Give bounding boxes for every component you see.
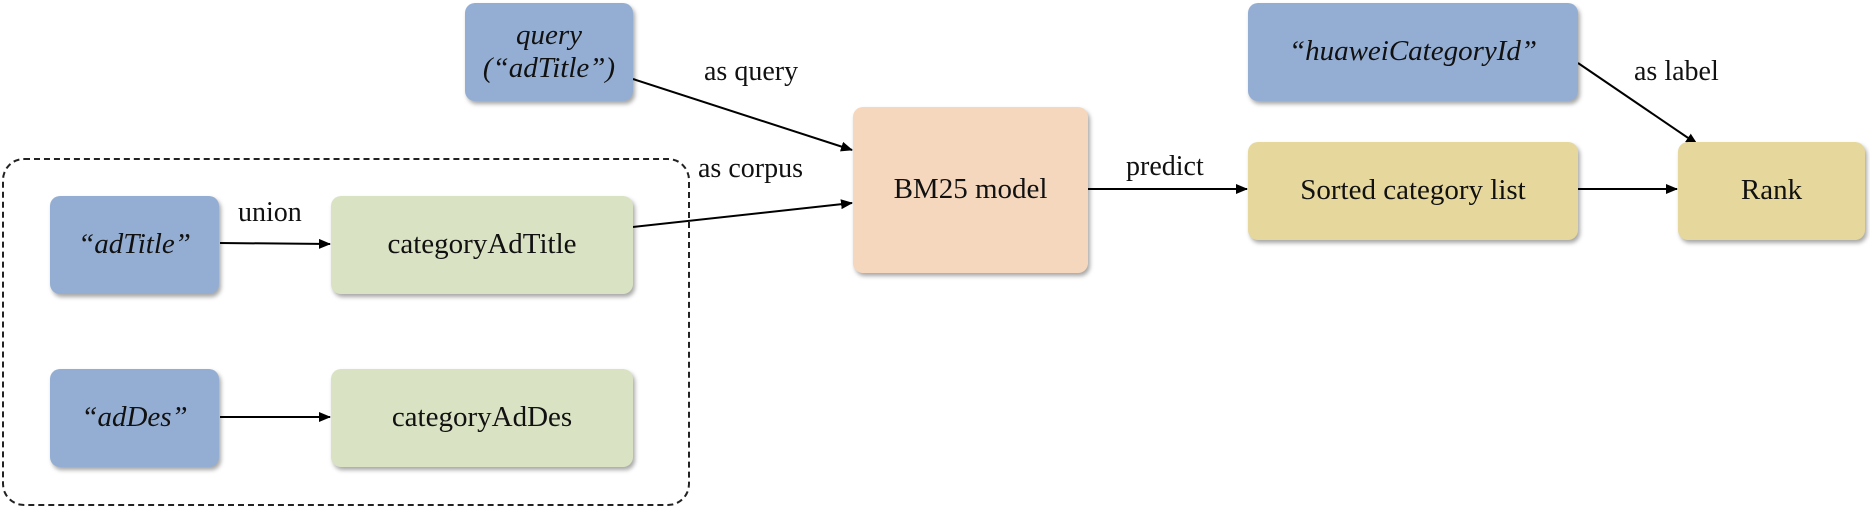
category-ad-title-node: categoryAdTitle <box>331 196 633 294</box>
edge-label-as-label: as label <box>1634 56 1719 87</box>
addes-node-label: “adDes” <box>81 401 188 434</box>
adtitle-node: “adTitle” <box>50 196 219 294</box>
edge-label-as-query: as query <box>704 56 799 87</box>
rank-node: Rank <box>1678 142 1865 240</box>
addes-node: “adDes” <box>50 369 219 467</box>
category-ad-des-label: categoryAdDes <box>391 401 573 434</box>
edge-adtitle-to-categoryadtitle <box>219 238 331 249</box>
rank-label: Rank <box>1740 174 1803 207</box>
query-node: query (“adTitle”) <box>465 3 633 101</box>
corpus-group <box>2 158 690 506</box>
bm25-model-label: BM25 model <box>893 173 1048 206</box>
edge-huawei-to-rank <box>1577 62 1698 145</box>
query-node-line1: query <box>515 18 583 51</box>
huawei-category-id-label: “huaweiCategoryId” <box>1288 35 1538 68</box>
query-node-line2: (“adTitle”) <box>482 52 616 84</box>
sorted-category-list-label: Sorted category list <box>1300 174 1526 207</box>
huawei-category-id-node: “huaweiCategoryId” <box>1248 3 1578 101</box>
sorted-category-list-node: Sorted category list <box>1248 142 1578 240</box>
adtitle-node-label: “adTitle” <box>78 228 191 261</box>
edge-corpus-to-bm25 <box>632 199 853 228</box>
bm25-model-node: BM25 model <box>853 107 1088 273</box>
edge-query-to-bm25 <box>632 78 853 152</box>
category-ad-title-label: categoryAdTitle <box>387 228 577 261</box>
category-ad-des-node: categoryAdDes <box>331 369 633 467</box>
edge-label-union: union <box>238 197 302 228</box>
edge-label-as-corpus: as corpus <box>698 153 803 184</box>
edge-label-predict: predict <box>1126 151 1204 182</box>
